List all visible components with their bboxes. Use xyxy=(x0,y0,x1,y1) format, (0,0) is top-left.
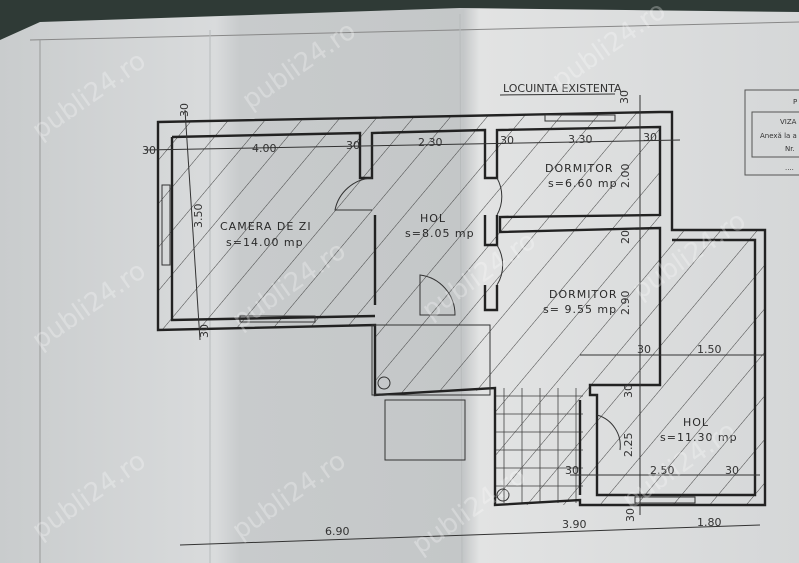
dimension-label: 30 xyxy=(637,343,651,356)
door-swing xyxy=(419,274,456,316)
room-labels: CAMERA DE ZI s=14.00 mp HOL s=8.05 mp DO… xyxy=(220,162,738,444)
dimension-label: 30 xyxy=(346,139,360,152)
dimension-label: 30 xyxy=(198,324,211,338)
title-block: P VIZA Anexă la a Nr. .... xyxy=(744,89,799,176)
room-area: s=6.60 mp xyxy=(548,177,618,190)
dimension-label: 2.30 xyxy=(418,136,443,149)
dimension-label: 30 xyxy=(618,90,631,104)
stairs xyxy=(384,399,466,461)
porch xyxy=(371,324,491,396)
dimension-lines xyxy=(144,95,765,546)
dimension-label: 6.90 xyxy=(325,525,350,538)
dimension-label: 2.00 xyxy=(619,164,632,189)
existing-dwelling-label: LOCUINTA EXISTENTA xyxy=(503,82,622,95)
room-area: s=11.30 mp xyxy=(660,431,738,444)
walls xyxy=(156,110,767,507)
title-block-text: Anexă la a xyxy=(760,132,797,140)
room-name: CAMERA DE ZI xyxy=(220,220,312,233)
window xyxy=(544,114,616,122)
dimension-label: 20 xyxy=(619,230,632,244)
title-block-text: .... xyxy=(785,164,794,172)
title-block-text: P xyxy=(793,98,797,106)
dimension-label: 30 xyxy=(622,384,635,398)
title-block-text: VIZA xyxy=(780,118,797,126)
dimension-label: 30 xyxy=(565,464,579,477)
window xyxy=(239,315,316,323)
dimension-label: 30 xyxy=(643,131,657,144)
dimension-label: 30 xyxy=(500,134,514,147)
window xyxy=(161,184,171,266)
dimension-label: 2.25 xyxy=(622,433,635,458)
dimension-label: 30 xyxy=(624,508,637,522)
room-name: DORMITOR xyxy=(545,162,614,175)
column xyxy=(496,488,510,502)
room-name: HOL xyxy=(683,416,709,429)
door-swing xyxy=(596,414,621,451)
column xyxy=(377,376,391,390)
existing-dwelling-hatch xyxy=(158,112,765,505)
dimension-label: 1.50 xyxy=(697,343,722,356)
window xyxy=(634,496,696,504)
door-swing xyxy=(334,177,373,211)
door-swing xyxy=(496,177,503,216)
door-swing xyxy=(496,244,504,286)
room-area: s=8.05 mp xyxy=(405,227,475,240)
dimension-label: 30 xyxy=(142,144,156,157)
dimension-label: 3.90 xyxy=(562,518,587,531)
dimension-label: 30 xyxy=(178,103,191,117)
dimension-label: 3.30 xyxy=(568,133,593,146)
dimension-labels: 30 30 4.00 30 2.30 30 3.30 30 30 3.50 30… xyxy=(142,90,739,538)
tiled-area xyxy=(495,388,583,503)
room-name: DORMITOR xyxy=(549,288,618,301)
dimension-label: 4.00 xyxy=(252,142,277,155)
room-area: s=14.00 mp xyxy=(226,236,304,249)
room-area: s= 9.55 mp xyxy=(543,303,617,316)
dimension-label: 30 xyxy=(725,464,739,477)
dimension-label: 1.80 xyxy=(697,516,722,529)
room-name: HOL xyxy=(420,212,446,225)
dimension-label: 2.90 xyxy=(619,291,632,316)
dimension-label: 2.50 xyxy=(650,464,675,477)
title-block-text: Nr. xyxy=(785,145,795,153)
dimension-label: 3.50 xyxy=(192,204,205,229)
